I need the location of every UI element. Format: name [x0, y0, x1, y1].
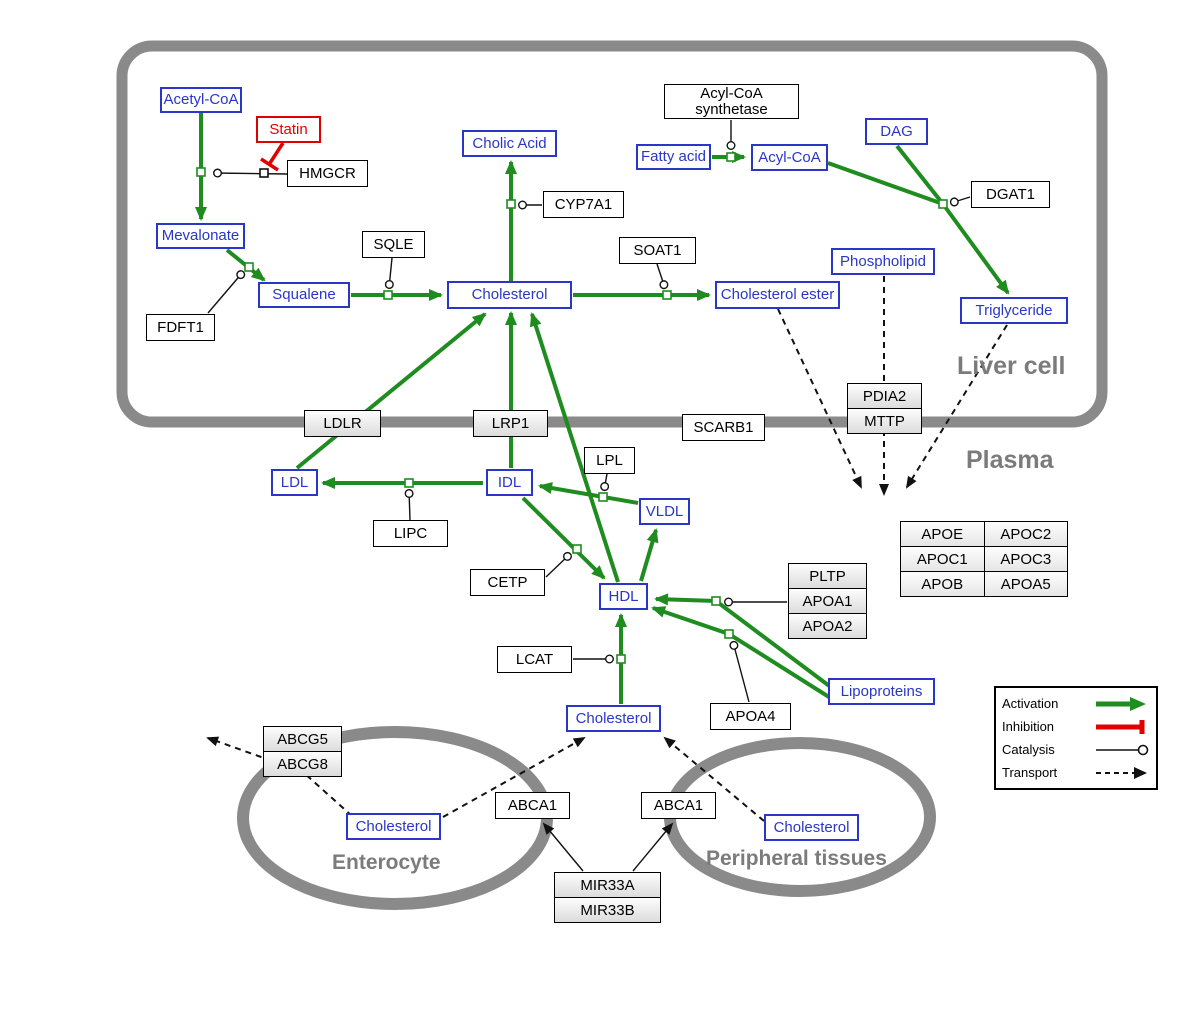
node-lrp1[interactable]: LRP1 — [473, 410, 548, 437]
node-pltp[interactable]: PLTP — [788, 563, 867, 589]
node-phospholipid[interactable]: Phospholipid — [831, 248, 935, 275]
node-apoc1[interactable]: APOC1 — [900, 546, 985, 572]
stack-abcg: ABCG5 ABCG8 — [263, 726, 342, 777]
node-scarb1[interactable]: SCARB1 — [682, 414, 765, 441]
legend-row-transport: Transport — [1002, 762, 1150, 784]
node-ldlr[interactable]: LDLR — [304, 410, 381, 437]
node-cholesterol-plasma[interactable]: Cholesterol — [566, 705, 661, 732]
node-mttp[interactable]: MTTP — [847, 408, 922, 434]
node-abca1-enterocyte[interactable]: ABCA1 — [495, 792, 570, 819]
node-pdia2[interactable]: PDIA2 — [847, 383, 922, 409]
legend-row-activation: Activation — [1002, 693, 1150, 715]
liver-cell-label: Liver cell — [957, 352, 1066, 380]
node-cholesterol-ester[interactable]: Cholesterol ester — [715, 281, 840, 309]
enterocyte-label: Enterocyte — [332, 851, 441, 874]
stack-pltp-apoa: PLTP APOA1 APOA2 — [788, 563, 867, 639]
node-cetp[interactable]: CETP — [470, 569, 545, 596]
node-idl[interactable]: IDL — [486, 469, 533, 496]
node-acetyl-coa[interactable]: Acetyl-CoA — [160, 87, 242, 113]
node-cholesterol-liver[interactable]: Cholesterol — [447, 281, 572, 309]
node-lipoproteins[interactable]: Lipoproteins — [828, 678, 935, 705]
node-cholic-acid[interactable]: Cholic Acid — [462, 130, 557, 157]
activation-arrow-symbol — [1096, 696, 1146, 711]
node-ldl[interactable]: LDL — [271, 469, 318, 496]
reaction-squares — [196, 152, 948, 664]
inhibition-edge — [260, 142, 285, 172]
node-acyl-coa[interactable]: Acyl-CoA — [751, 144, 828, 171]
node-abcg8[interactable]: ABCG8 — [263, 751, 342, 777]
node-hmgcr[interactable]: HMGCR — [287, 160, 368, 187]
node-fatty-acid[interactable]: Fatty acid — [636, 144, 711, 170]
catalysis-circle-symbol — [1096, 744, 1149, 755]
legend-catalysis-label: Catalysis — [1002, 742, 1055, 757]
inhibition-tbar-symbol — [1096, 719, 1145, 734]
legend: Activation Inhibition Catalysis Transpor… — [994, 686, 1158, 790]
node-hdl[interactable]: HDL — [599, 583, 648, 610]
activation-edges — [195, 113, 1010, 704]
node-abca1-peripheral[interactable]: ABCA1 — [641, 792, 716, 819]
node-apob[interactable]: APOB — [900, 571, 985, 597]
node-apoc2[interactable]: APOC2 — [983, 521, 1068, 547]
node-lpl[interactable]: LPL — [584, 447, 635, 474]
node-cholesterol-peripheral[interactable]: Cholesterol — [764, 814, 859, 841]
catalysis-edges — [207, 120, 971, 703]
legend-transport-label: Transport — [1002, 765, 1058, 780]
node-apoa5[interactable]: APOA5 — [983, 571, 1068, 597]
node-acyl-coa-synthetase[interactable]: Acyl-CoA synthetase — [664, 84, 799, 119]
transport-edges — [206, 276, 1008, 822]
peripheral-tissues-label: Peripheral tissues — [706, 847, 887, 870]
node-mevalonate[interactable]: Mevalonate — [156, 223, 245, 249]
node-sqle[interactable]: SQLE — [362, 231, 425, 258]
node-apoe[interactable]: APOE — [900, 521, 985, 547]
node-lipc[interactable]: LIPC — [373, 520, 448, 547]
node-vldl[interactable]: VLDL — [639, 498, 690, 525]
legend-inhibition-label: Inhibition — [1002, 719, 1055, 734]
liver-cell-membrane — [116, 40, 1108, 428]
legend-activation-label: Activation — [1002, 696, 1059, 711]
stack-pdia2-mttp: PDIA2 MTTP — [847, 383, 922, 434]
node-dgat1[interactable]: DGAT1 — [971, 181, 1050, 208]
node-apoa2[interactable]: APOA2 — [788, 613, 867, 639]
node-apoa4[interactable]: APOA4 — [710, 703, 791, 730]
legend-row-inhibition: Inhibition — [1002, 716, 1150, 738]
legend-row-catalysis: Catalysis — [1002, 739, 1150, 761]
inhibition-anchor-square — [259, 168, 269, 178]
node-apoa1[interactable]: APOA1 — [788, 588, 867, 614]
node-statin[interactable]: Statin — [256, 116, 321, 143]
node-soat1[interactable]: SOAT1 — [619, 237, 696, 264]
node-abcg5[interactable]: ABCG5 — [263, 726, 342, 752]
stack-mir33: MIR33A MIR33B — [554, 872, 661, 923]
node-lcat[interactable]: LCAT — [497, 646, 572, 673]
node-triglyceride[interactable]: Triglyceride — [960, 297, 1068, 324]
node-mir33b[interactable]: MIR33B — [554, 897, 661, 923]
plasma-label: Plasma — [966, 446, 1054, 474]
node-cyp7a1[interactable]: CYP7A1 — [543, 191, 624, 218]
node-dag[interactable]: DAG — [865, 118, 928, 145]
transport-dashed-arrow-symbol — [1096, 766, 1147, 779]
apolipoprotein-table: APOE APOC2 APOC1 APOC3 APOB APOA5 — [900, 521, 1068, 597]
node-fdft1[interactable]: FDFT1 — [146, 314, 215, 341]
node-cholesterol-enterocyte[interactable]: Cholesterol — [346, 813, 441, 840]
node-mir33a[interactable]: MIR33A — [554, 872, 661, 898]
node-squalene[interactable]: Squalene — [258, 282, 350, 308]
regulation-edges — [542, 822, 674, 872]
node-apoc3[interactable]: APOC3 — [983, 546, 1068, 572]
